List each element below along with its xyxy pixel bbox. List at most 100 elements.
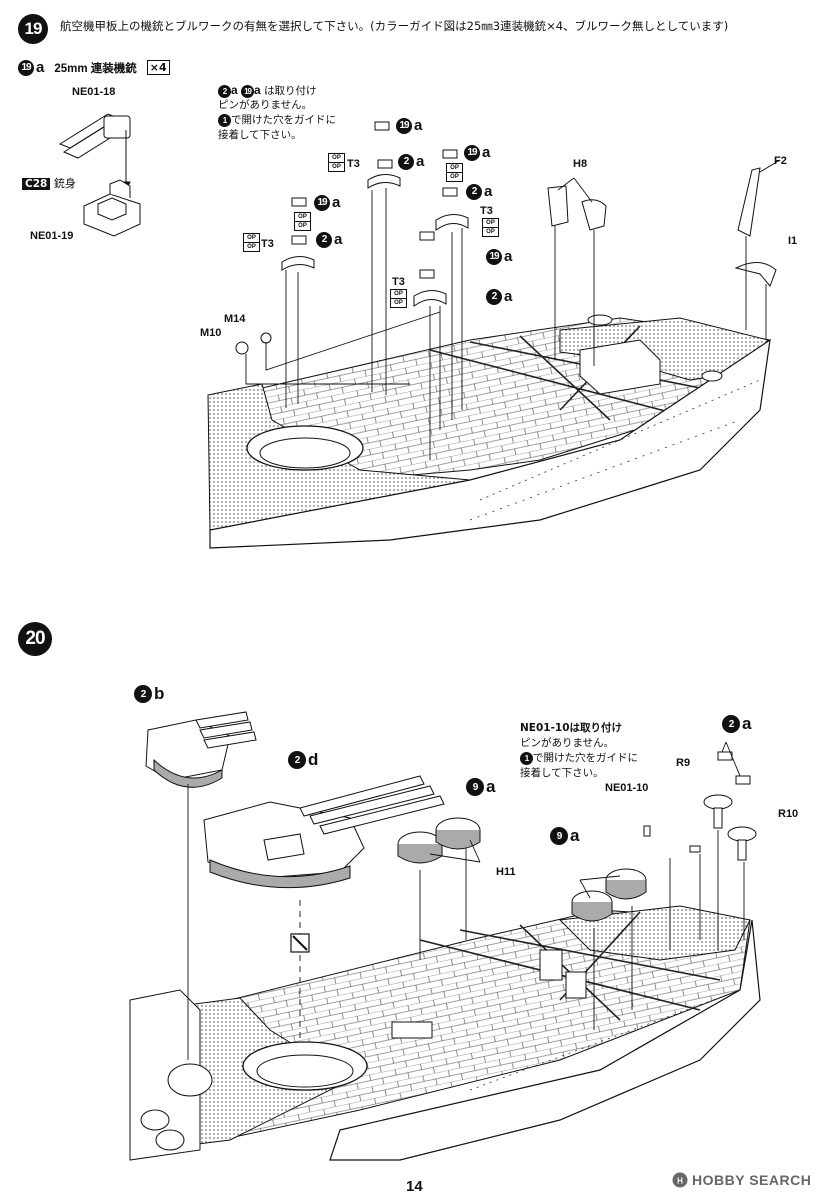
watermark-text: HOBBY SEARCH	[692, 1172, 812, 1188]
sub-step-suffix: a	[36, 59, 45, 76]
callout-sfx: d	[308, 750, 319, 769]
op-label: OP	[483, 219, 498, 228]
ship19-parts	[235, 121, 777, 355]
callout-sfx: a	[334, 231, 343, 248]
label-h11: H11	[496, 866, 516, 878]
callout-num: 2	[398, 153, 414, 170]
op-label: OP	[295, 213, 310, 222]
callout-sfx: b	[154, 684, 165, 703]
callout-sfx: a	[486, 777, 496, 796]
callout-sfx: a	[484, 183, 493, 200]
callout-sfx: a	[416, 153, 425, 170]
step-20-badge: 20	[18, 622, 52, 656]
watermark-logo: H	[672, 1172, 688, 1188]
label-r9: R9	[676, 757, 691, 769]
turret-2b	[145, 711, 257, 788]
note-20-line4: 接着して下さい。	[520, 767, 604, 779]
callout-num: 19	[396, 117, 412, 134]
note-ref-sfx-2: a	[254, 83, 261, 97]
op-label: OP	[332, 164, 341, 170]
callout-num: 9	[550, 827, 568, 845]
note-ref-num-2: 19	[241, 85, 255, 98]
callout-num: 19	[464, 144, 480, 161]
ship19-leaders	[245, 159, 781, 460]
turrets-9a	[397, 817, 647, 922]
sub-step-19a: 19 a 25mm 連装機銃 ×4	[18, 59, 170, 76]
sub-step-number: 19	[18, 59, 34, 76]
callout-sfx: a	[570, 826, 580, 845]
op-label: OP	[450, 174, 459, 180]
op-label: OP	[247, 244, 256, 250]
note-ref-num-3: 1	[218, 114, 231, 127]
op-label: OP	[329, 154, 344, 163]
part-c28: C28	[22, 178, 51, 190]
step-19-badge: 19	[18, 14, 48, 44]
callout-num: 2	[134, 685, 152, 703]
ship20-hull	[129, 905, 761, 1161]
turret-2d	[203, 775, 445, 889]
callout-num: 19	[486, 248, 502, 265]
note-19-line2: ピンがありません。	[218, 99, 313, 111]
label-m14: M14	[224, 313, 246, 325]
label-r10: R10	[778, 808, 799, 820]
label-t3: T3	[480, 205, 493, 217]
note-20-line1: NE01-10は取り付け	[520, 722, 623, 734]
mg-subassembly	[58, 113, 141, 237]
op-label: OP	[486, 229, 495, 235]
op-label: OP	[394, 300, 403, 306]
part-ne01-18: NE01-18	[72, 86, 116, 98]
note-ref-num: 1	[520, 752, 533, 765]
callout-sfx: a	[742, 714, 752, 733]
part-c28-label: C28 銃身	[22, 175, 76, 191]
note-text: は取り付け	[264, 85, 317, 97]
label-t3: T3	[347, 158, 360, 170]
callout-sfx: a	[504, 288, 513, 305]
note-text-3: で開けた穴をガイドに	[231, 114, 336, 126]
sub-step-title: 25mm 連装機銃	[54, 62, 137, 75]
label-t3: T3	[261, 238, 274, 250]
op-label: OP	[298, 223, 307, 229]
note-text: で開けた穴をガイドに	[533, 752, 638, 764]
callout-num: 9	[466, 778, 484, 796]
callout-num: 2	[486, 288, 502, 305]
note-ref-sfx: a	[231, 83, 238, 97]
label-m10: M10	[200, 327, 222, 339]
parts-r9-r10	[643, 751, 757, 861]
callout-sfx: a	[332, 194, 341, 211]
ship19-hull	[207, 314, 771, 549]
callout-sfx: a	[504, 248, 513, 265]
svg-text:H: H	[677, 1177, 683, 1186]
step-19-instruction: 航空機甲板上の機銃とブルワークの有無を選択して下さい。(カラーガイド図は25㎜3…	[60, 19, 729, 33]
part-ne01-19: NE01-19	[30, 230, 74, 242]
step-number: 20	[25, 628, 45, 649]
part-barrel: 銃身	[53, 177, 76, 190]
note-ref-num: 2	[218, 85, 231, 98]
page-number: 14	[406, 1178, 423, 1195]
callout-sfx: a	[414, 117, 423, 134]
callout-num: 19	[314, 194, 330, 211]
op-label: OP	[244, 234, 259, 243]
multiplier-badge: ×4	[146, 60, 170, 75]
ship20-leaders	[187, 741, 745, 1060]
callout-num: 2	[722, 715, 740, 733]
